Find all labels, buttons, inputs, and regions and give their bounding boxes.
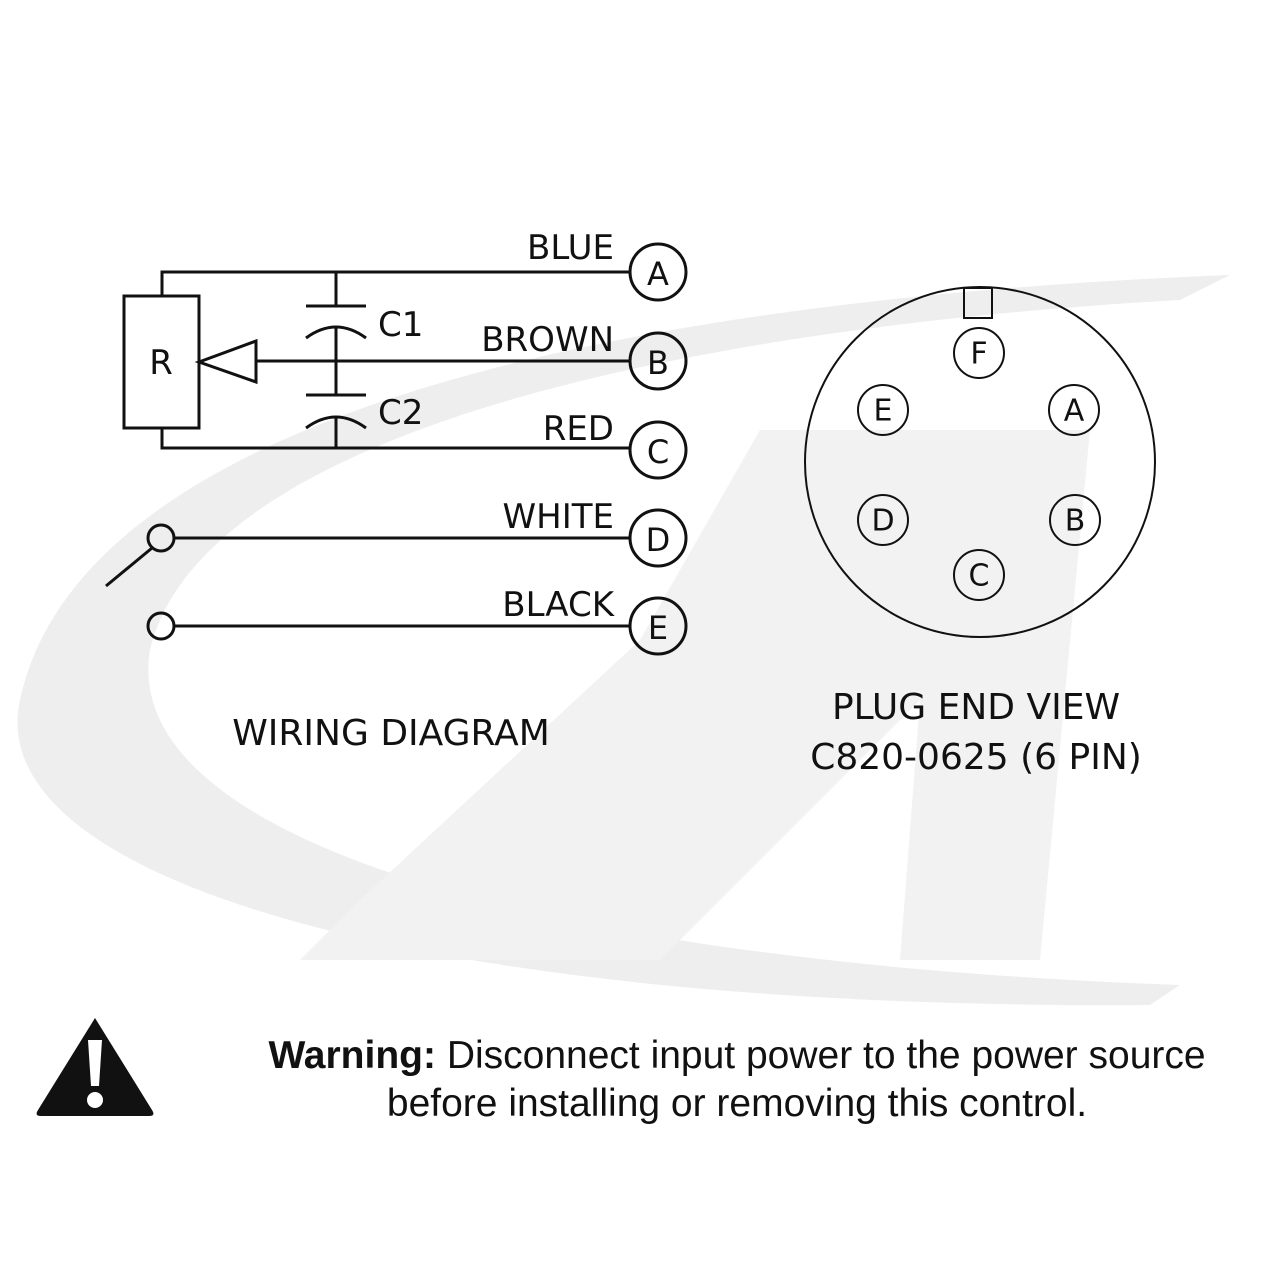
capacitor-c1-label: C1	[378, 305, 423, 345]
terminal-e: E	[628, 596, 688, 656]
wiring-diagram-caption: WIRING DIAGRAM	[232, 713, 550, 754]
wiper-arrow	[194, 338, 258, 385]
terminal-c: C	[628, 420, 688, 480]
plug-caption-line1: PLUG END VIEW	[832, 687, 1120, 728]
plug-key	[963, 287, 993, 319]
plug-pin-e-label: E	[874, 394, 893, 429]
plug-pin-a: A	[1048, 384, 1100, 436]
plug-pin-e: E	[857, 384, 909, 436]
wire-label-red: RED	[543, 409, 614, 449]
plug-pin-c-label: C	[969, 559, 990, 594]
plug-pin-b: B	[1049, 494, 1101, 546]
terminal-d: D	[628, 508, 688, 568]
capacitor-c1: C1	[305, 272, 423, 361]
switch	[105, 523, 630, 641]
plug-pin-c: C	[953, 549, 1005, 601]
warning-line1: Warning: Disconnect input power to the p…	[222, 1032, 1252, 1080]
capacitor-c2: C2	[305, 361, 423, 448]
terminal-d-label: D	[646, 521, 671, 559]
resistor-label: R	[149, 343, 173, 383]
wire-blue	[160, 270, 630, 296]
wire-label-brown: BROWN	[481, 320, 614, 360]
plug-pin-d: D	[857, 494, 909, 546]
terminal-b-label: B	[647, 344, 669, 382]
warning-label: Warning:	[268, 1034, 436, 1077]
terminal-a-label: A	[647, 255, 669, 293]
terminal-e-label: E	[648, 609, 668, 647]
plug-pin-b-label: B	[1065, 504, 1086, 539]
wire-label-white: WHITE	[503, 497, 614, 537]
capacitor-c2-label: C2	[378, 393, 423, 433]
terminal-b: B	[628, 331, 688, 391]
warning-message: Warning: Disconnect input power to the p…	[222, 1032, 1252, 1128]
plug-pin-f: F	[953, 327, 1005, 379]
terminal-c-label: C	[647, 433, 669, 471]
wire-label-blue: BLUE	[527, 228, 614, 268]
plug-end-view: F E A D B C PLUG END VIEW C820-0625 (6 P…	[804, 286, 1156, 778]
warning-triangle-icon	[36, 1018, 154, 1116]
warning-text-line2: before installing or removing this contr…	[386, 1082, 1088, 1125]
plug-pin-f-label: F	[970, 337, 987, 372]
warning-text-line1: Disconnect input power to the power sour…	[446, 1034, 1206, 1077]
wire-red	[160, 428, 630, 450]
wiring-diagram: R C1 C2	[105, 228, 688, 754]
terminal-a: A	[628, 242, 688, 302]
plug-pin-d-label: D	[871, 504, 894, 539]
background-watermark	[17, 275, 1230, 1006]
wire-label-black: BLACK	[502, 585, 615, 625]
plug-caption-line2: C820-0625 (6 PIN)	[810, 737, 1142, 778]
plug-pin-a-label: A	[1064, 394, 1085, 429]
